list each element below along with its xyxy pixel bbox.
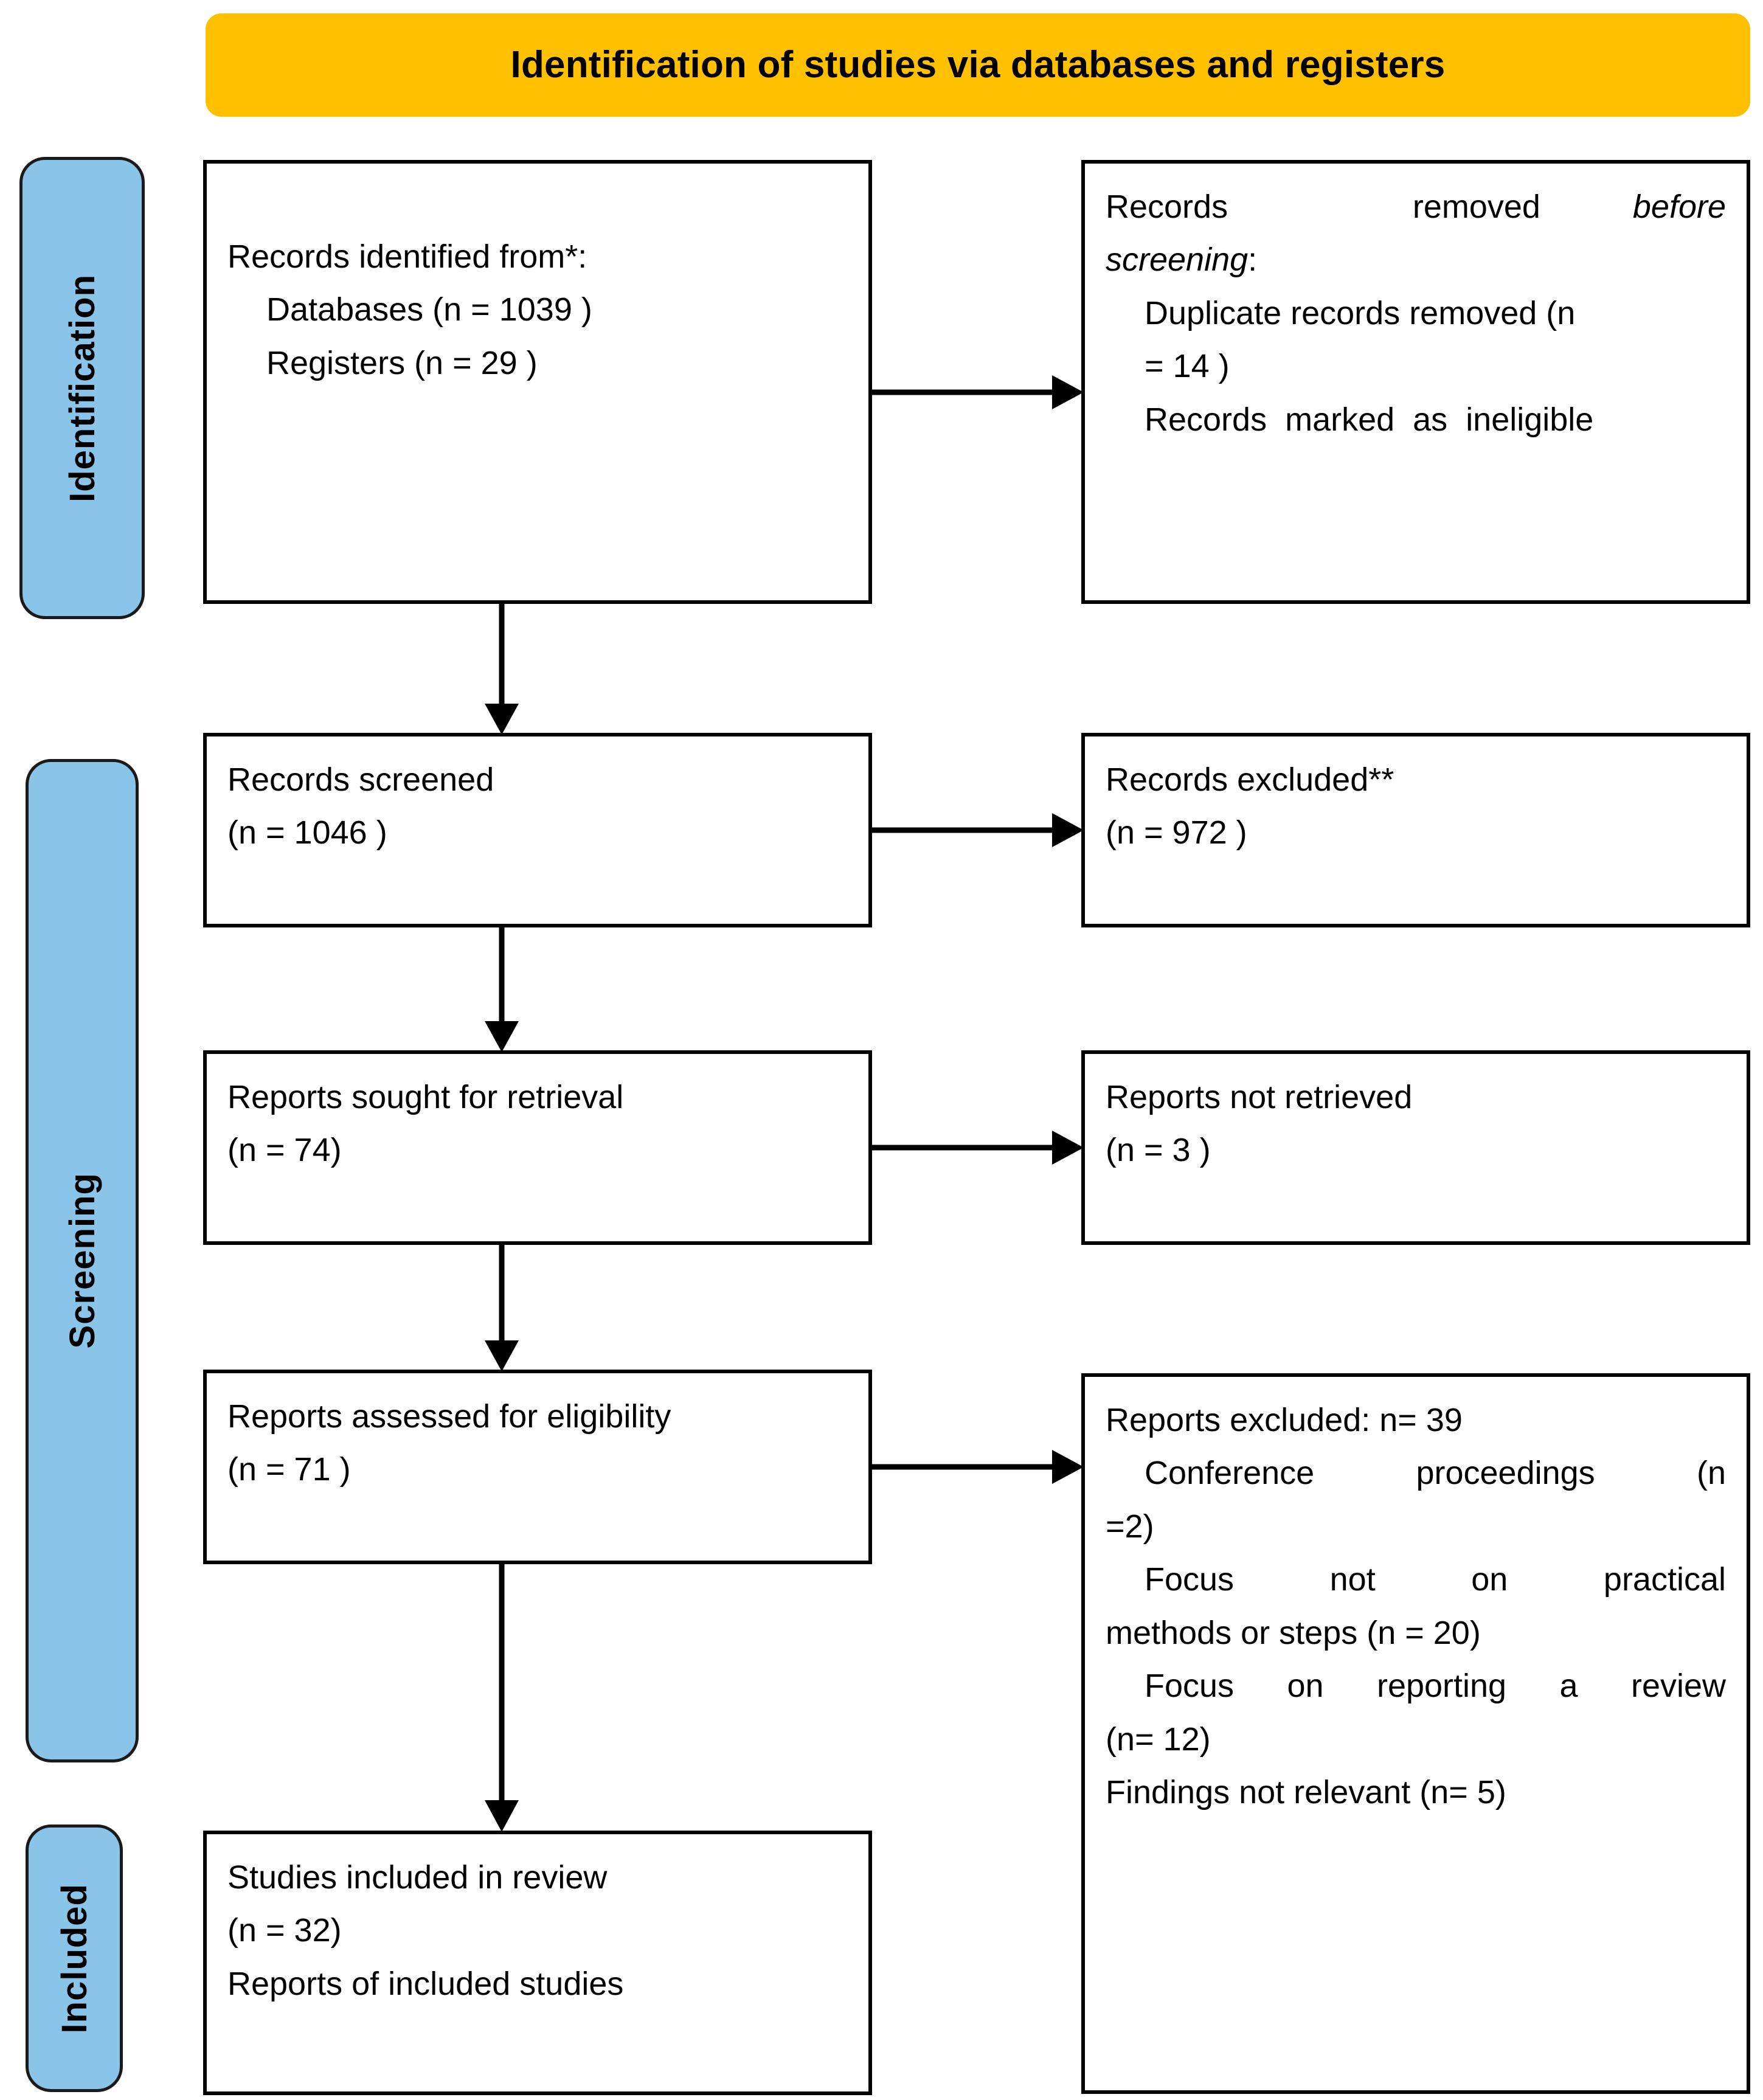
arrow-identified-to-screened-icon (474, 604, 529, 735)
duplicate-records-removed-line2: = 14 ) (1145, 348, 1230, 385)
stage-label-included: Included (54, 1883, 94, 2034)
reports-assessed-title: Reports assessed for eligibility (227, 1398, 671, 1435)
reports-sought-count: (n = 74) (227, 1132, 342, 1169)
reports-assessed-count: (n = 71 ) (227, 1451, 351, 1488)
reports-excluded-reason-0: Conference proceedings (n (1145, 1455, 1726, 1492)
reports-excluded-reason-4: Focus on reporting a review (1145, 1668, 1726, 1705)
reports-of-included-studies: Reports of included studies (227, 1965, 624, 2002)
stage-label-identification: Identification (62, 274, 102, 502)
box-records-screened: Records screened (n = 1046 ) (203, 733, 872, 927)
reports-sought-title: Reports sought for retrieval (227, 1079, 624, 1115)
box-reports-not-retrieved: Reports not retrieved (n = 3 ) (1081, 1050, 1750, 1245)
reports-not-retrieved-title: Reports not retrieved (1106, 1079, 1413, 1115)
records-removed-title-line1: Records removed before (1106, 181, 1726, 234)
duplicate-records-removed-line1: Duplicate records removed (n (1145, 294, 1576, 331)
reports-excluded-reason-5: (n= 12) (1106, 1721, 1211, 1758)
reports-excluded-reason-6: Findings not relevant (n= 5) (1106, 1774, 1506, 1811)
box-studies-included-in-review: Studies included in review (n = 32) Repo… (203, 1831, 872, 2095)
records-removed-italic-screening: screening (1106, 241, 1249, 279)
stage-tab-included: Included (26, 1825, 123, 2092)
stage-tab-screening: Screening (26, 759, 139, 1762)
records-removed-italic-before: before (1632, 189, 1726, 225)
arrow-screened-to-sought-icon (474, 927, 529, 1052)
records-screened-count: (n = 1046 ) (227, 814, 387, 851)
records-removed-lead: Records removed (1106, 189, 1633, 225)
arrow-screened-to-excluded-icon (872, 803, 1084, 858)
records-excluded-count: (n = 972 ) (1106, 814, 1247, 851)
box-records-removed-before-screening: Records removed before screening: Duplic… (1081, 160, 1750, 604)
records-removed-colon: : (1248, 241, 1258, 279)
diagram-title: Identification of studies via databases … (510, 43, 1446, 86)
studies-included-title: Studies included in review (227, 1859, 608, 1896)
box-reports-excluded-detail: Reports excluded: n= 39 Conference proce… (1081, 1373, 1750, 2094)
arrow-identified-to-removed-icon (872, 365, 1084, 420)
box-reports-assessed-for-eligibility: Reports assessed for eligibility (n = 71… (203, 1370, 872, 1564)
records-identified-databases: Databases (n = 1039 ) (266, 291, 592, 328)
records-identified-registers: Registers (n = 29 ) (266, 344, 538, 381)
records-marked-ineligible: Records marked as ineligible (1145, 401, 1594, 438)
reports-excluded-reason-1: =2) (1106, 1508, 1154, 1545)
arrow-sought-to-not-retrieved-icon (872, 1120, 1084, 1175)
box-records-identified: Records identified from*: Databases (n =… (203, 160, 872, 604)
reports-excluded-heading: Reports excluded: n= 39 (1106, 1402, 1463, 1438)
diagram-header-banner: Identification of studies via databases … (206, 13, 1750, 117)
records-identified-title: Records identified from*: (227, 238, 587, 275)
stage-tab-identification: Identification (19, 157, 145, 619)
reports-not-retrieved-count: (n = 3 ) (1106, 1132, 1211, 1169)
box-reports-sought-for-retrieval: Reports sought for retrieval (n = 74) (203, 1050, 872, 1245)
arrow-sought-to-assessed-icon (474, 1245, 529, 1371)
records-screened-title: Records screened (227, 761, 494, 798)
studies-included-count: (n = 32) (227, 1912, 342, 1949)
stage-label-screening: Screening (62, 1173, 102, 1349)
records-excluded-title: Records excluded** (1106, 761, 1394, 798)
reports-excluded-reason-3: methods or steps (n = 20) (1106, 1614, 1481, 1651)
box-records-excluded: Records excluded** (n = 972 ) (1081, 733, 1750, 927)
arrow-assessed-to-included-icon (474, 1564, 529, 1832)
records-removed-title-line2: screening: (1106, 234, 1726, 286)
arrow-assessed-to-reports-excluded-icon (872, 1440, 1084, 1494)
reports-excluded-reason-2: Focus not on practical (1145, 1561, 1726, 1598)
